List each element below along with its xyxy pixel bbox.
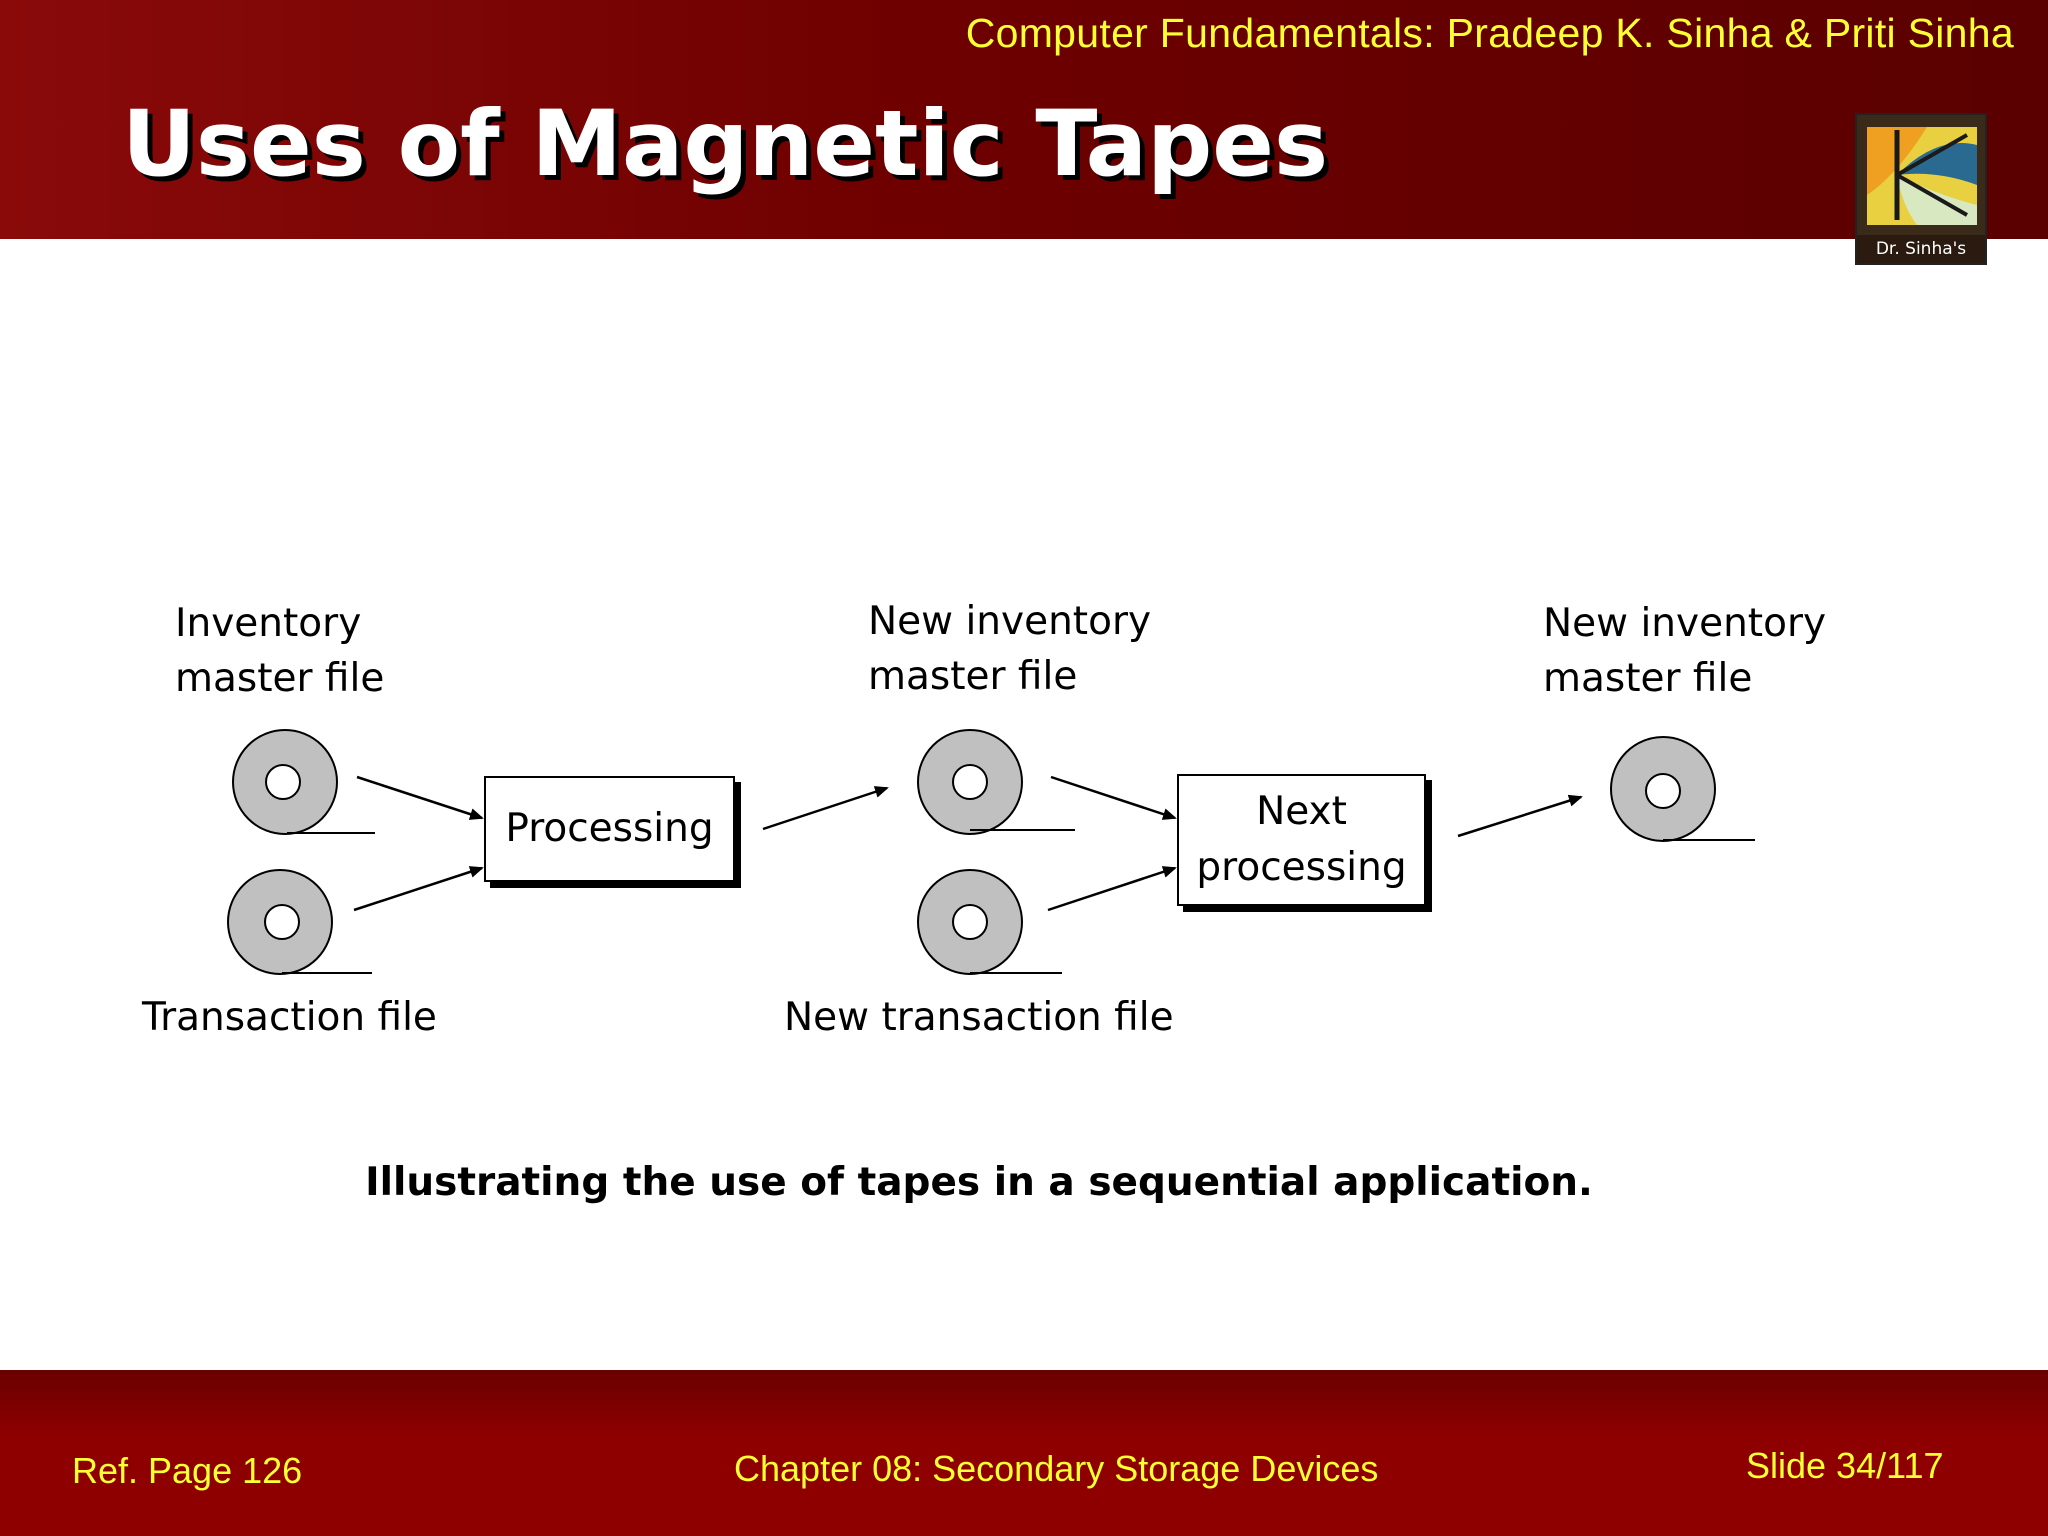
box-line: Next (1256, 789, 1347, 834)
label-new-inventory-master-file-1: New inventory master file (868, 594, 1151, 704)
label-new-inventory-master-file-2: New inventory master file (1543, 596, 1826, 706)
next-processing-box: Next processing (1177, 774, 1426, 906)
logo-graphic-icon (1857, 115, 1985, 235)
processing-box: Processing (484, 776, 735, 882)
label-line: master file (868, 654, 1078, 699)
logo-text: Dr. Sinha's (1875, 239, 1967, 259)
box-line: processing (1196, 845, 1407, 890)
footer-bar: Ref. Page 126 Chapter 08: Secondary Stor… (0, 1370, 2048, 1536)
label-line: New inventory (1543, 601, 1827, 646)
ref-page: Ref. Page 126 (72, 1450, 303, 1491)
chapter-title: Chapter 08: Secondary Storage Devices (734, 1448, 1379, 1489)
label-inventory-master-file: Inventory master file (175, 596, 384, 706)
label-line: master file (175, 656, 385, 701)
label-line: Inventory (175, 601, 362, 646)
label-line: master file (1543, 656, 1753, 701)
tape-reel-transaction-file (227, 869, 372, 975)
diagram-caption: Illustrating the use of tapes in a seque… (365, 1160, 1593, 1205)
arrow-master-to-processing (356, 775, 484, 820)
arrow-next-processing-to-output (1457, 794, 1583, 838)
tape-reel-new-inventory-master-1 (917, 729, 1075, 835)
label-transaction-file: Transaction file (142, 995, 437, 1040)
arrow-new-transaction-to-next-processing (1047, 866, 1177, 912)
tape-reel-inventory-master (232, 729, 375, 835)
arrow-processing-to-new-master (762, 786, 889, 831)
arrow-transaction-to-processing (353, 866, 484, 912)
slide-title: Uses of Magnetic Tapes (122, 92, 1329, 197)
label-new-transaction-file: New transaction file (784, 995, 1174, 1040)
tape-reel-new-transaction-file (917, 869, 1062, 975)
label-line: New inventory (868, 599, 1152, 644)
header-bar: Computer Fundamentals: Pradeep K. Sinha … (0, 0, 2048, 239)
dr-sinha-logo: Dr. Sinha's (1855, 113, 1987, 265)
tape-reel-new-inventory-master-2 (1610, 736, 1755, 842)
slide-number: Slide 34/117 (1746, 1445, 1944, 1486)
book-title: Computer Fundamentals: Pradeep K. Sinha … (965, 10, 2014, 56)
arrow-new-master-to-next-processing (1050, 775, 1177, 820)
